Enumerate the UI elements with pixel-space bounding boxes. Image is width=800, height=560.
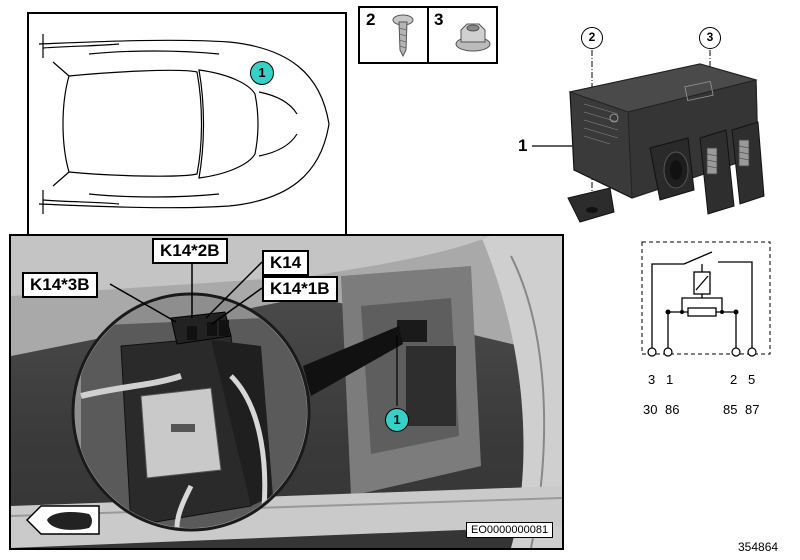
label-k14-2b: K14*2B: [152, 238, 228, 264]
label-k14: K14: [262, 250, 310, 276]
relay-illustration: [532, 50, 765, 223]
hardware-parts-box: 2 3: [358, 6, 498, 64]
pin-din-30: 30: [643, 402, 658, 417]
relay-part-number: 1: [518, 136, 528, 155]
trunk-photo-panel: 1 EO0000000081: [9, 234, 564, 550]
pin-label-1: 1: [666, 372, 674, 387]
trunk-photo: [11, 236, 562, 548]
pin-label-2: 2: [730, 372, 738, 387]
vehicle-position-callout: 1: [250, 61, 274, 85]
label-k14-1b: K14*1B: [262, 276, 338, 302]
vehicle-outline: [38, 34, 330, 214]
pin-din-86: 86: [665, 402, 680, 417]
pin-label-3: 3: [648, 372, 656, 387]
photo-code-box: EO0000000081: [466, 522, 554, 538]
nut-part-number: 3: [434, 10, 444, 29]
screw-part-number: 2: [366, 10, 376, 29]
screw-icon: [392, 14, 414, 58]
pin-din-85: 85: [723, 402, 738, 417]
battery-relay-callout: 1: [385, 408, 409, 432]
hardware-divider: [427, 8, 429, 62]
flange-nut-icon: [455, 23, 491, 52]
pin-din-87: 87: [745, 402, 760, 417]
diagram-number: 354864: [738, 540, 779, 554]
relay-callout-2: 2: [581, 27, 603, 49]
vehicle-top-view-panel: 1: [27, 12, 347, 240]
label-k14-3b: K14*3B: [22, 272, 98, 298]
relay-schematic: [641, 241, 771, 357]
pin-label-5: 5: [748, 372, 756, 387]
relay-callout-3: 3: [699, 27, 721, 49]
